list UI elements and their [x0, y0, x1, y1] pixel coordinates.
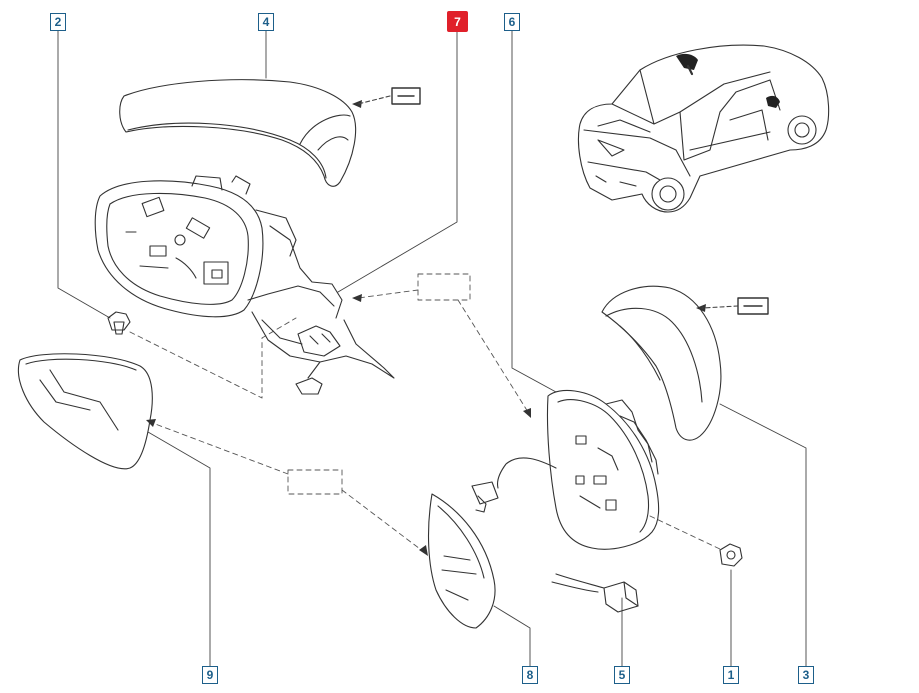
callout-4[interactable]: 4 [258, 13, 274, 31]
clip-symbol-top [391, 87, 421, 105]
clip-symbol-right [737, 297, 769, 315]
dashed-guides [129, 273, 723, 553]
callout-6[interactable]: 6 [504, 13, 520, 31]
left-mirror-body [94, 175, 395, 395]
leader-lines [57, 29, 807, 667]
arrowheads [146, 100, 706, 556]
callout-2[interactable]: 2 [50, 13, 66, 31]
callout-1[interactable]: 1 [723, 666, 739, 684]
callout-3[interactable]: 3 [798, 666, 814, 684]
arrow-stems [357, 95, 739, 309]
callout-8[interactable]: 8 [522, 666, 538, 684]
callout-5[interactable]: 5 [614, 666, 630, 684]
callout-7-selected[interactable]: 7 [447, 11, 468, 32]
right-mirror-body [471, 389, 660, 550]
sensor-part [551, 573, 639, 613]
left-mirror-glass [17, 353, 153, 470]
left-mirror-cover [119, 79, 357, 187]
screw-left [107, 311, 131, 335]
callout-9[interactable]: 9 [202, 666, 218, 684]
right-mirror-glass [427, 493, 496, 629]
right-mirror-cover [601, 285, 722, 441]
hatchback-car-illustration [577, 44, 830, 213]
nut-right [719, 543, 743, 567]
